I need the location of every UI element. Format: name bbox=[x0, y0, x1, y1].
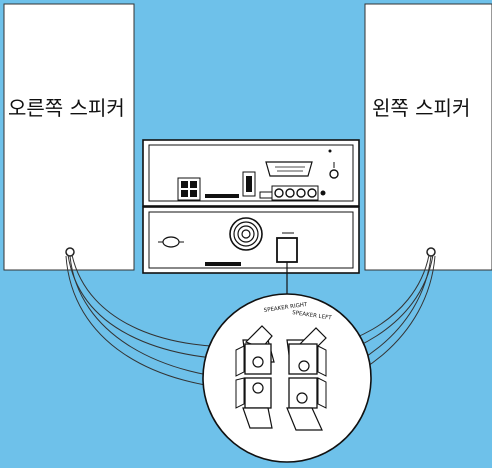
right-speaker-cabinet bbox=[3, 3, 135, 271]
terminal-label-left: SPEAKER LEFT bbox=[292, 310, 333, 322]
stereo-lower-unit bbox=[142, 206, 360, 274]
right-speaker-jack bbox=[65, 247, 75, 257]
stereo-upper-unit bbox=[142, 139, 360, 207]
left-speaker-jack bbox=[426, 247, 436, 257]
left-speaker-cabinet bbox=[364, 3, 492, 271]
terminal-closeup: SPEAKER RIGHT SPEAKER LEFT bbox=[202, 293, 372, 463]
left-speaker-label: 왼쪽 스피커 bbox=[372, 96, 471, 120]
right-speaker-label: 오른쪽 스피커 bbox=[8, 96, 125, 120]
